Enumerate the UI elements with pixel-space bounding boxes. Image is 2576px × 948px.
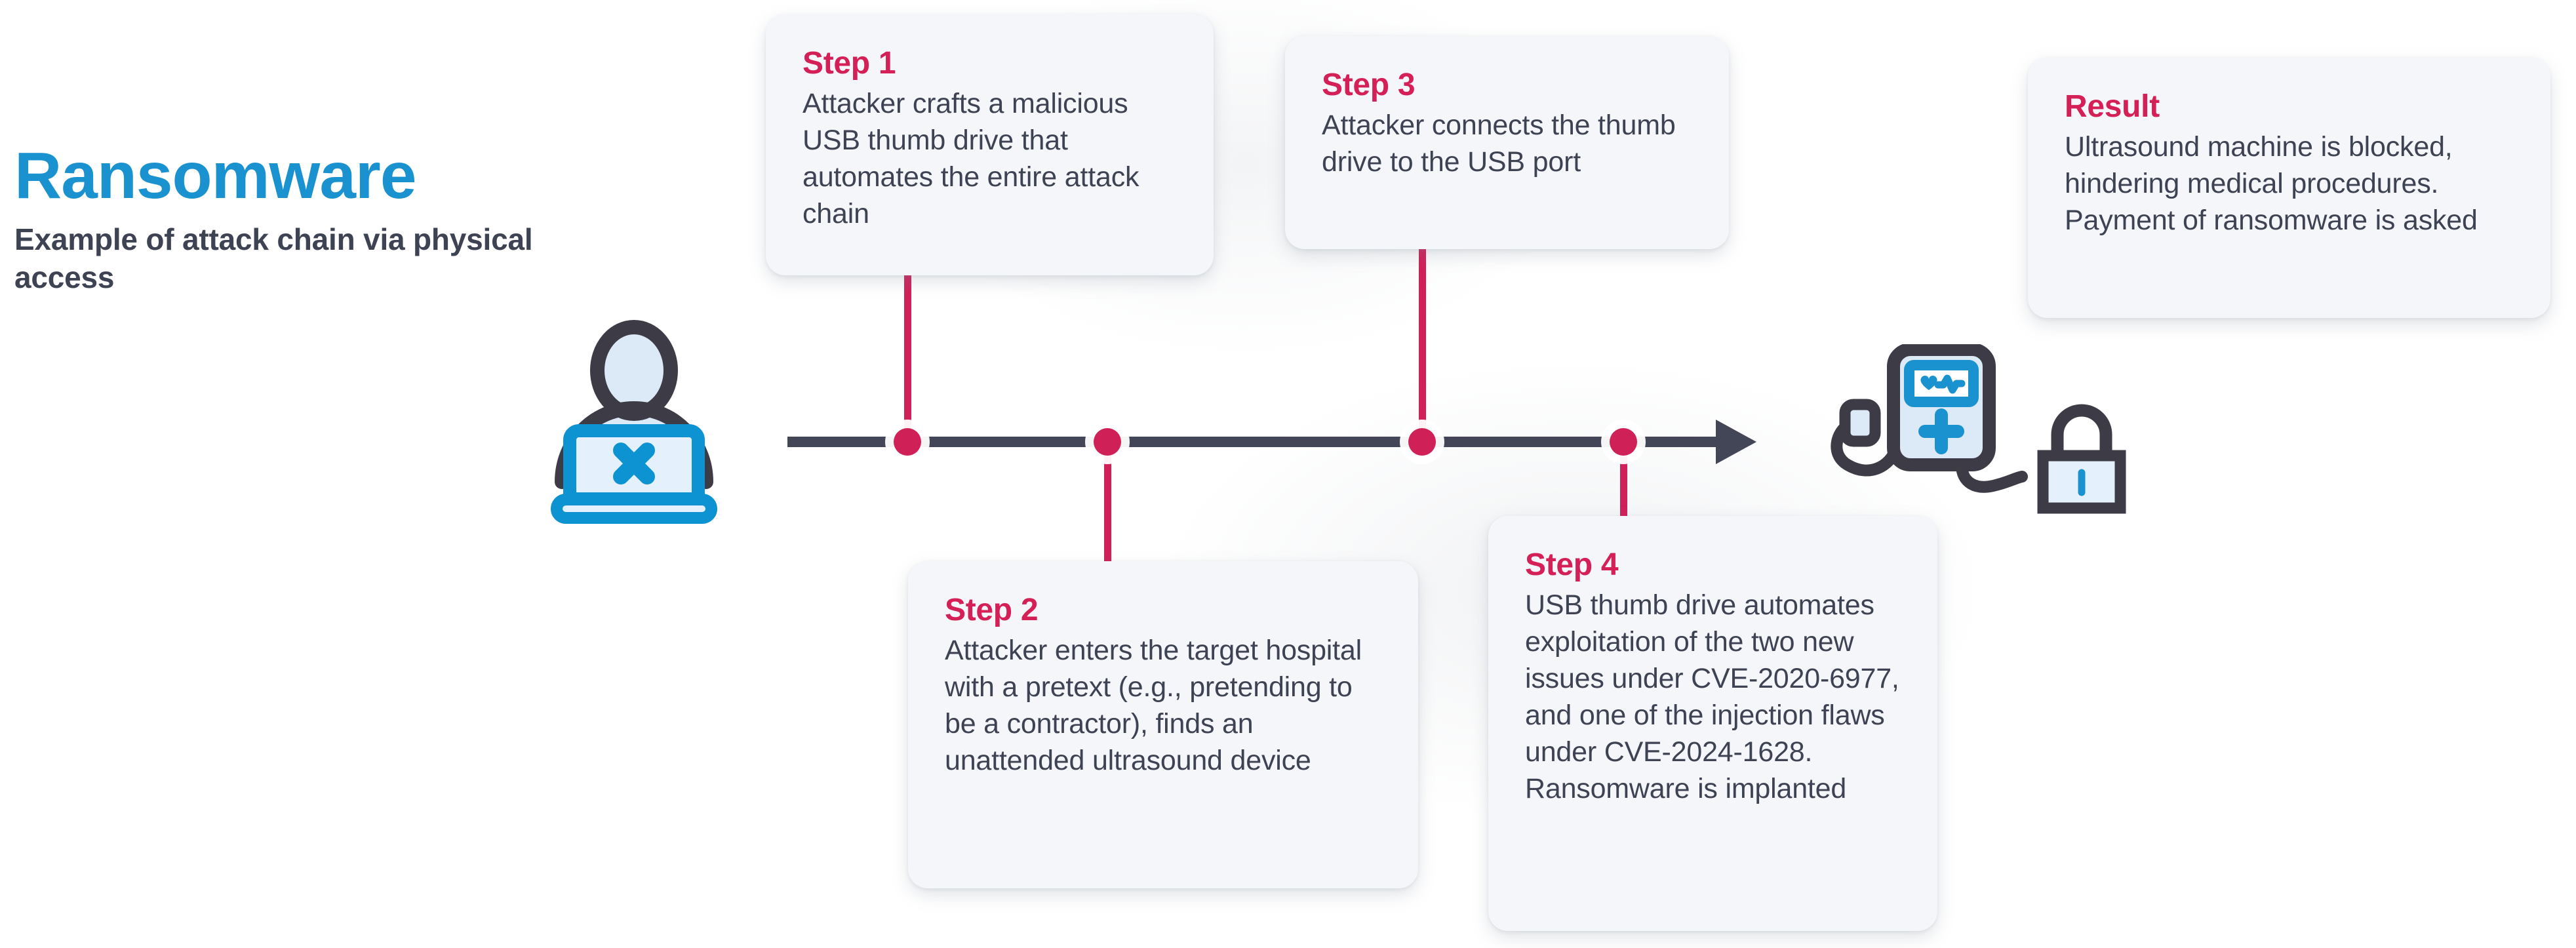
connector-step1 [904,275,911,442]
page-title: Ransomware [14,139,416,212]
milestone-dot-step3[interactable] [1408,428,1436,456]
connector-step4 [1620,442,1627,516]
attacker-with-laptop-icon [551,320,717,524]
card-result-title: Result [2065,89,2160,124]
card-step-1[interactable]: Step 1 Attacker crafts a malicious USB t… [766,14,1214,275]
card-step-4-content: Step 4 USB thumb drive automates exploit… [1488,516,1937,836]
card-step-4[interactable]: Step 4 USB thumb drive automates exploit… [1488,516,1937,931]
card-step-4-body: USB thumb drive automates exploitation o… [1525,589,1899,804]
card-step-3-body: Attacker connects the thumb drive to the… [1322,109,1676,178]
card-result-content: Result Ultrasound machine is blocked, hi… [2028,58,2550,267]
card-step-2-content: Step 2 Attacker enters the target hospit… [908,561,1418,808]
card-step-3[interactable]: Step 3 Attacker connects the thumb drive… [1285,36,1729,249]
card-step-1-body: Attacker crafts a malicious USB thumb dr… [803,88,1139,229]
card-result[interactable]: Result Ultrasound machine is blocked, hi… [2028,58,2550,318]
timeline-axis [787,437,1745,447]
timeline-arrow-icon [1716,420,1756,464]
card-step-3-title: Step 3 [1322,68,1416,102]
connector-step3 [1419,249,1426,442]
card-step-2-title: Step 2 [945,593,1039,627]
card-step-2-body: Attacker enters the target hospital with… [945,635,1362,776]
card-result-body: Ultrasound machine is blocked, hindering… [2065,131,2478,236]
milestone-dot-step4[interactable] [1610,428,1637,456]
card-step-3-content: Step 3 Attacker connects the thumb drive… [1285,36,1729,209]
card-step-1-title: Step 1 [803,46,896,81]
title-block: Ransomware Example of attack chain via p… [14,143,644,296]
page-subtitle: Example of attack chain via physical acc… [14,222,533,294]
ultrasound-machine-icon [1831,344,2028,493]
card-step-4-title: Step 4 [1525,547,1619,582]
card-step-1-content: Step 1 Attacker crafts a malicious USB t… [766,14,1214,261]
milestone-dot-step2[interactable] [1094,428,1121,456]
card-step-2[interactable]: Step 2 Attacker enters the target hospit… [908,561,1418,888]
milestone-dot-step1[interactable] [894,428,921,456]
padlock-icon [2037,404,2126,514]
connector-step2 [1104,442,1111,561]
